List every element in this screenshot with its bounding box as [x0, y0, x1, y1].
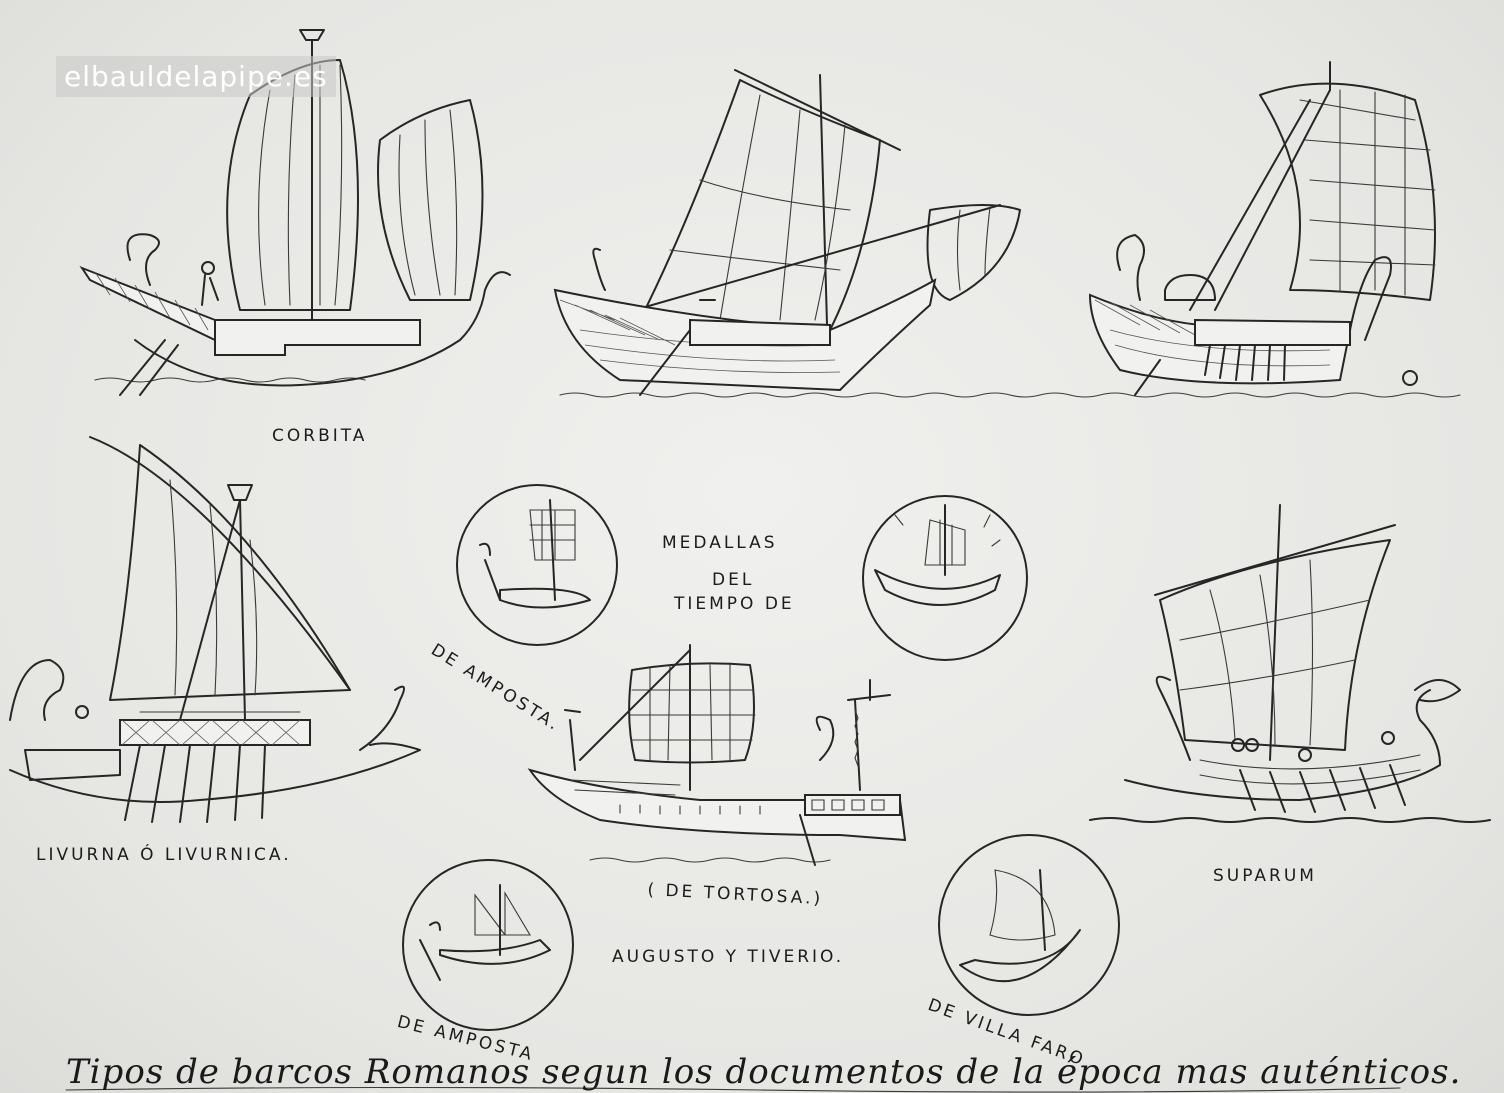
ship-merchant-right [1088, 61, 1436, 396]
label-livurna: LIVURNA Ó LIVURNICA. [36, 845, 292, 865]
label-corbita: CORBITA [272, 426, 368, 446]
ship-corbita [79, 29, 511, 396]
ship-merchant-center [553, 69, 1021, 396]
medal-villa-faro [938, 834, 1120, 1016]
caption-flourish [65, 1086, 1401, 1093]
medal-amposta-right [862, 495, 1028, 661]
page-caption: Tipos de barcos Romanos segun los docume… [66, 1052, 1462, 1092]
sea-line-top [94, 377, 1461, 398]
watermark: elbauldelapipe.es [56, 56, 336, 97]
ship-tortosa [527, 644, 907, 866]
label-del: DEL [712, 570, 755, 590]
ship-livurna [9, 436, 421, 823]
label-medallas: MEDALLAS [662, 533, 778, 553]
label-augusto-y-tiverio: AUGUSTO Y TIVERIO. [612, 947, 845, 967]
ship-suparum [1089, 504, 1491, 823]
label-suparum: SUPARUM [1213, 866, 1317, 886]
medal-amposta-bottom [402, 859, 574, 1031]
label-tiempo-de: TIEMPO DE [674, 594, 795, 614]
medal-amposta-top [456, 484, 618, 646]
